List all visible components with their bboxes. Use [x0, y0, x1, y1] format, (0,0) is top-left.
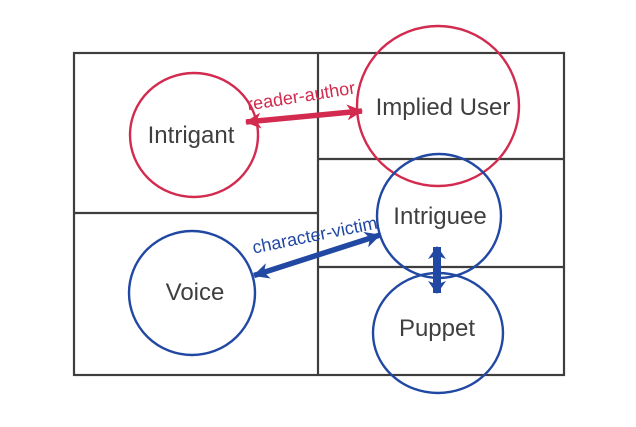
intrigant-label: Intrigant: [148, 122, 235, 149]
voice-label: Voice: [166, 279, 225, 306]
voice-circle: [127, 229, 257, 357]
reader-author-edge-label: reader-author: [246, 78, 357, 115]
node-circles: [127, 24, 521, 395]
puppet-label: Puppet: [399, 315, 475, 342]
edges: [245, 104, 446, 294]
implied-user-label: Implied User: [376, 94, 511, 121]
node-labels: Intrigant Implied User Intriguee Voice P…: [148, 94, 511, 342]
reader-author-arrow: [245, 104, 363, 129]
intriguee-label: Intriguee: [393, 203, 486, 230]
character-victim-edge-label: character-victim: [251, 213, 379, 258]
character-victim-arrow: [253, 231, 381, 279]
edge-labels: reader-author character-victim: [246, 78, 379, 258]
intrigant-circle: [128, 71, 260, 199]
